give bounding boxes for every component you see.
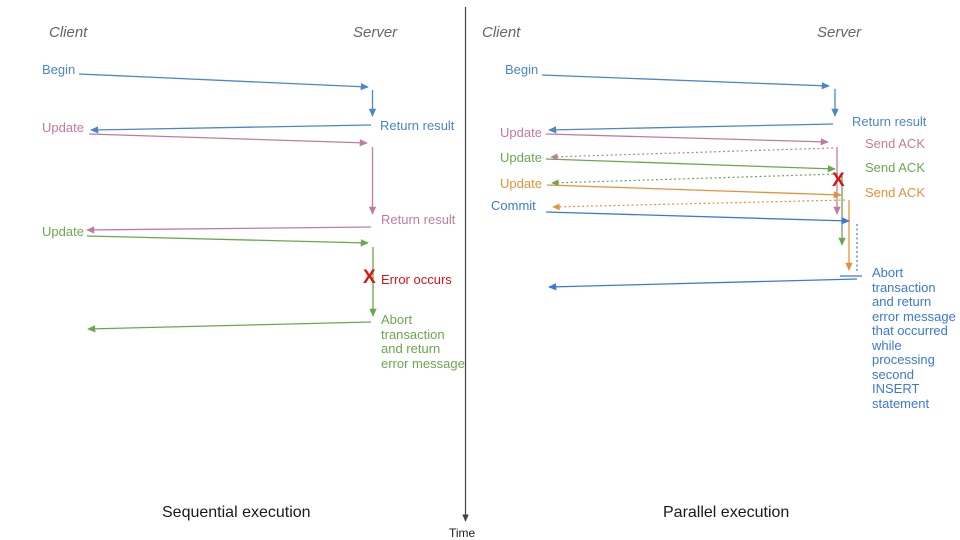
right-send-ack-2-label: Send ACK <box>865 160 925 175</box>
right-update-2-label: Update <box>500 150 542 165</box>
right-commit-request-arrow <box>545 211 850 225</box>
left-error-occurs-label: Error occurs <box>381 272 452 287</box>
right-error-x-mark: X <box>832 170 845 191</box>
time-axis-label: Time <box>449 526 476 540</box>
right-send-ack-2-dotted-arrow <box>551 173 839 187</box>
right-server-header: Server <box>817 24 862 41</box>
right-update-1-label: Update <box>500 125 542 140</box>
left-caption-sequential-execution: Sequential execution <box>162 504 311 521</box>
right-send-ack-1-dotted-arrow <box>550 147 834 161</box>
right-caption-parallel-execution: Parallel execution <box>663 504 790 521</box>
left-update-2-request-arrow <box>86 235 369 247</box>
left-begin-request-arrow <box>78 73 369 91</box>
left-server-header: Server <box>353 24 398 41</box>
left-update-1-label: Update <box>42 120 84 135</box>
right-begin-label: Begin <box>505 62 539 77</box>
left-begin-label: Begin <box>42 62 76 77</box>
right-abort-transaction-label: Abort transaction and return error messa… <box>872 265 956 411</box>
right-update-2-request-arrow <box>545 158 836 173</box>
left-update-1-request-arrow <box>88 133 368 147</box>
right-update-3-label: Update <box>500 176 542 191</box>
right-send-ack-1-label: Send ACK <box>865 136 925 151</box>
left-abort-return-arrow <box>87 321 372 333</box>
left-client-header: Client <box>49 24 88 41</box>
right-abort-return-arrow <box>548 278 858 291</box>
right-update-3-request-arrow <box>546 184 842 199</box>
right-client-header: Client <box>482 24 521 41</box>
right-send-ack-3-label: Send ACK <box>865 185 925 200</box>
right-begin-request-arrow <box>541 74 830 90</box>
right-update-1-request-arrow <box>545 133 829 146</box>
right-return-result-arrow <box>548 123 834 134</box>
right-send-ack-3-dotted-arrow <box>552 199 846 211</box>
left-error-x-mark: X <box>363 267 376 288</box>
left-return-result-2-label: Return result <box>381 212 456 227</box>
right-commit-label: Commit <box>491 198 536 213</box>
left-return-result-1-arrow <box>90 124 372 134</box>
left-return-result-1-label: Return result <box>380 118 455 133</box>
right-return-result-label: Return result <box>852 114 927 129</box>
left-return-result-2-arrow <box>86 226 372 234</box>
left-abort-transaction-label: Abort transaction and return error messa… <box>381 312 465 371</box>
left-update-2-label: Update <box>42 224 84 239</box>
